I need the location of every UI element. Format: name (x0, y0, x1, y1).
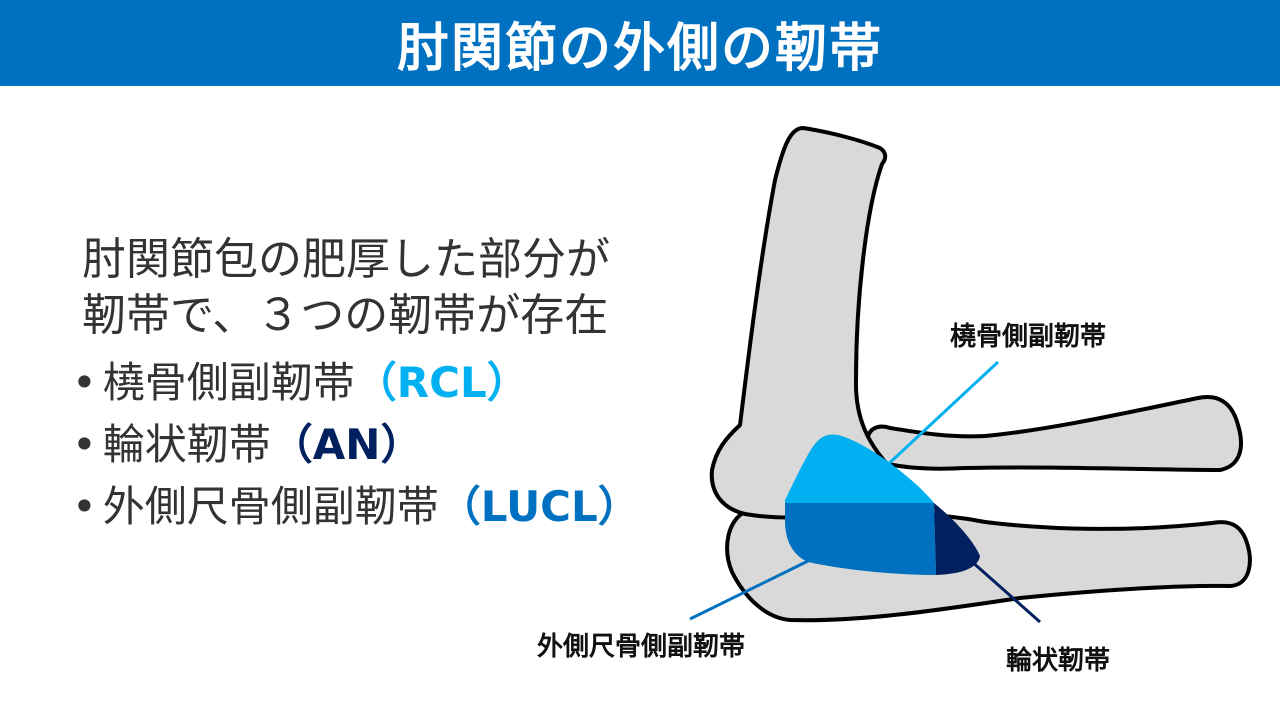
lucl-label: 外側尺骨側副靭帯 (537, 632, 745, 662)
radius-bone (864, 395, 1243, 472)
lucl-leader-line (689, 559, 809, 621)
lucl-ligament (785, 503, 936, 575)
list-item-abbr: （LUCL） (438, 482, 640, 531)
list-item-rcl: •橈骨側副靭帯（RCL） (72, 352, 640, 414)
intro-line-1: 肘関節包の肥厚した部分が (82, 234, 610, 285)
list-item-name: 外側尺骨側副靭帯 (102, 482, 439, 531)
ligament-list: •橈骨側副靭帯（RCL） •輪状靭帯（AN） •外側尺骨側副靭帯（LUCL） (72, 352, 640, 538)
list-item-name: 輪状靭帯 (102, 420, 271, 469)
list-item-lucl: •外側尺骨側副靭帯（LUCL） (72, 476, 640, 538)
an-leader-line (969, 558, 1041, 624)
bullet-icon: • (72, 482, 97, 531)
an-label: 輪状靭帯 (1006, 645, 1110, 676)
rcl-label: 橈骨側副靭帯 (950, 322, 1106, 352)
rcl-leader-line (880, 360, 1000, 472)
bullet-icon: • (72, 358, 97, 407)
list-item-name: 橈骨側副靭帯 (102, 358, 355, 407)
rcl-ligament (785, 434, 934, 503)
page-title: 肘関節の外側の靭帯 (396, 18, 883, 79)
list-item-abbr: （AN） (270, 420, 423, 469)
list-item-an: •輪状靭帯（AN） (72, 414, 640, 476)
intro-text: 肘関節包の肥厚した部分が 靭帯で、３つの靭帯が存在 (82, 232, 610, 344)
an-ligament (934, 503, 980, 575)
intro-line-2: 靭帯で、３つの靭帯が存在 (82, 290, 609, 341)
bullet-icon: • (72, 420, 97, 469)
list-item-abbr: （RCL） (354, 358, 529, 407)
title-bar: 肘関節の外側の靭帯 (0, 0, 1280, 86)
